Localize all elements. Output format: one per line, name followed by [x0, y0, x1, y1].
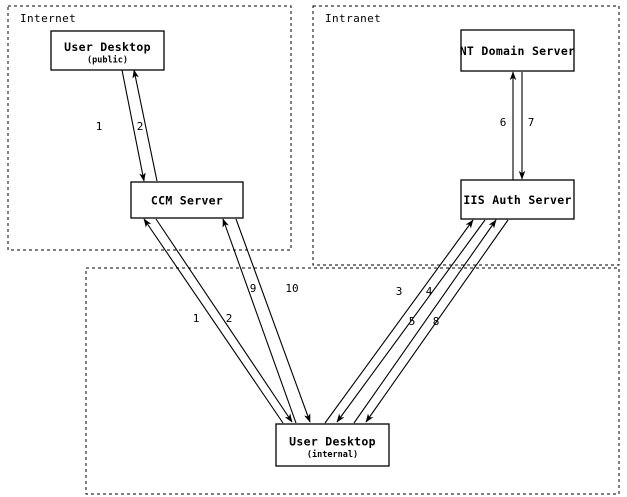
flow-line-flow-4 — [336, 219, 486, 423]
node-title-nt-domain-server: NT Domain Server — [460, 44, 576, 58]
zone-intranet: Intranet — [312, 5, 620, 266]
node-box-user-desktop-internal — [275, 423, 390, 467]
zone-label-intranet: Intranet — [325, 12, 381, 25]
step-label-flow-9: 9 — [250, 282, 257, 295]
zone-boundaries: Internet Intranet — [7, 5, 620, 495]
step-label-flow-4: 4 — [426, 285, 433, 298]
step-label-flow-5: 5 — [409, 315, 416, 328]
flow-line-flow-5 — [353, 219, 497, 424]
node-title-ccm-server: CCM Server — [151, 194, 223, 208]
node-user-desktop-internal: User Desktop(internal) — [275, 423, 390, 467]
node-subtitle-user-desktop-public: (public) — [87, 55, 128, 66]
node-box-iis-auth-server — [460, 179, 575, 220]
node-title-user-desktop-public: User Desktop — [64, 40, 151, 54]
node-user-desktop-public: User Desktop(public) — [50, 30, 165, 71]
zone-border-internal-lan — [85, 267, 620, 495]
flow-line-flow-1-internal — [143, 218, 284, 424]
node-box-ccm-server — [130, 181, 244, 219]
step-label-flow-1-public: 1 — [96, 120, 103, 133]
flow-line-flow-8 — [365, 219, 509, 423]
node-subtitle-user-desktop-internal: (internal) — [307, 449, 358, 460]
node-nt-domain-server: NT Domain Server — [460, 29, 576, 72]
step-label-flow-1-internal: 1 — [193, 312, 200, 325]
zone-label-internet: Internet — [20, 12, 76, 25]
node-box-nt-domain-server — [460, 29, 575, 72]
zone-border-intranet — [312, 5, 620, 266]
node-title-iis-auth-server: IIS Auth Server — [463, 193, 571, 207]
step-label-flow-2-public: 2 — [137, 120, 144, 133]
flow-line-flow-9 — [222, 218, 297, 424]
flow-line-flow-1-public — [121, 69, 146, 182]
node-ccm-server: CCM Server — [130, 181, 244, 219]
node-title-user-desktop-internal: User Desktop — [289, 435, 376, 449]
zone-internal-lan — [85, 267, 620, 495]
flow-line-flow-3 — [324, 219, 474, 424]
flow-line-flow-2-internal — [155, 218, 293, 423]
flow-line-flow-2-public — [132, 69, 158, 182]
step-label-flow-10: 10 — [285, 282, 298, 295]
flow-step-labels: 1 2 1 2 3 4 5 8 6 7 9 10 — [96, 116, 535, 328]
zone-border-internet — [7, 5, 292, 251]
step-label-flow-8: 8 — [433, 315, 440, 328]
zone-internet: Internet — [7, 5, 292, 251]
step-label-flow-3: 3 — [396, 285, 403, 298]
node-box-user-desktop-public — [50, 30, 165, 71]
step-label-flow-7: 7 — [528, 116, 535, 129]
flow-arrows — [121, 69, 526, 424]
node-iis-auth-server: IIS Auth Server — [460, 179, 575, 220]
flow-line-flow-10 — [235, 218, 311, 423]
step-label-flow-2-internal: 2 — [226, 312, 233, 325]
step-label-flow-6: 6 — [500, 116, 507, 129]
